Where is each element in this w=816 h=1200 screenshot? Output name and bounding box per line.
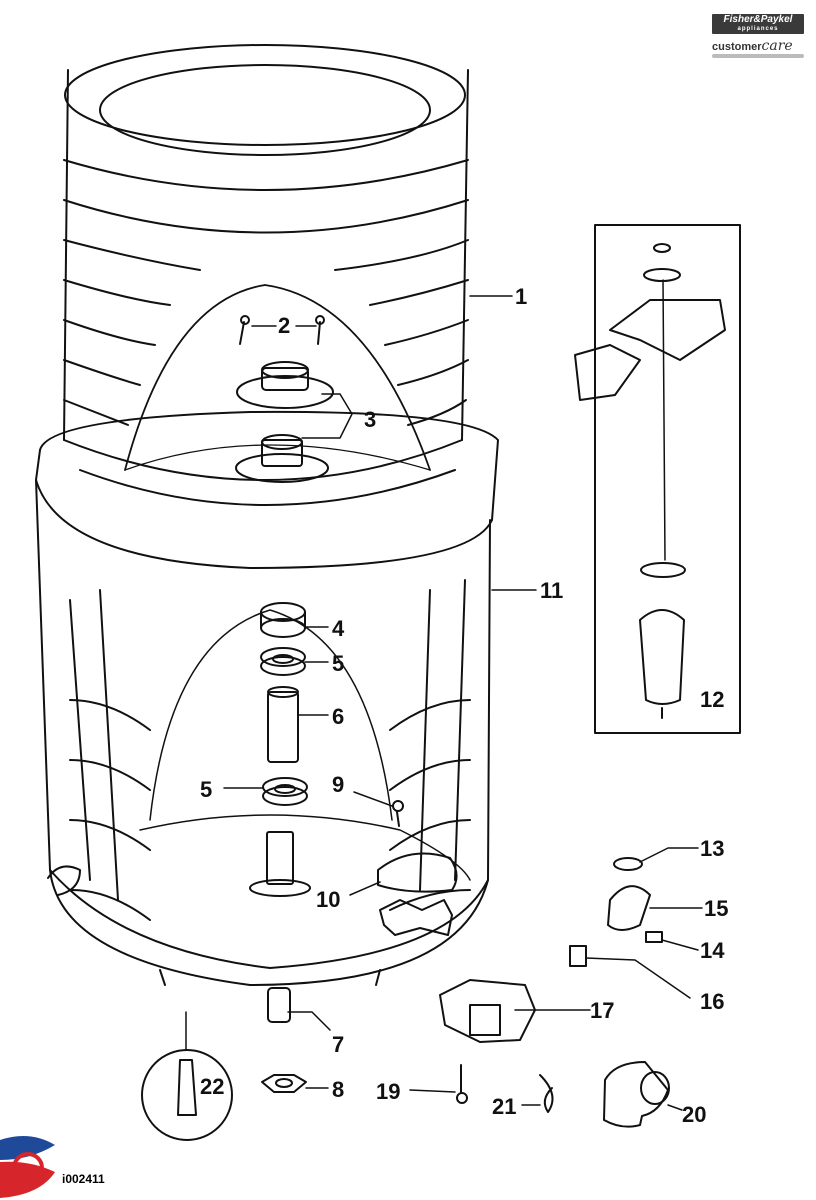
seal-part-4 [260,602,306,638]
callout-21: 21 [492,1094,516,1119]
callout-12: 12 [700,687,724,712]
oring-part-13 [613,857,643,871]
outer-tub-part-11 [35,410,499,986]
care-script: care [761,38,793,54]
callout-20: 20 [682,1102,706,1127]
clip-part-22-circle [141,1049,233,1141]
care-prefix: customer [712,41,762,53]
elbow-part-20 [603,1061,670,1128]
callout-19: 19 [376,1079,400,1104]
callout-1: 1 [515,284,527,309]
callout-3: 3 [364,407,376,432]
callout-16: 16 [700,989,724,1014]
tube-part-6 [267,686,299,763]
bearing-part-5-bottom [262,777,308,806]
clip-part-16 [569,945,587,967]
bracket-part-10 [377,852,458,936]
callout-2: 2 [278,313,290,338]
screw-part-9 [392,800,404,827]
callout-8: 8 [332,1077,344,1102]
brand-sub: appliances [737,26,779,32]
callout-7: 7 [332,1032,344,1057]
callout-13: 13 [700,836,724,861]
clip-part-14 [645,931,663,943]
nut-part-8 [261,1074,307,1093]
shaft [249,831,311,897]
leader-lines [185,295,703,1111]
brand-name: Fisher&Paykel [723,14,793,25]
inner-basket-part-1 [63,44,469,506]
callout-10: 10 [316,887,340,912]
callout-4: 4 [332,616,345,641]
spring-clip-part-21 [539,1074,554,1113]
plug-part-7 [267,987,291,1023]
fisher-paykel-logo: Fisher&Paykel appliances [712,14,804,34]
valve-part-15 [607,885,651,931]
callout-9: 9 [332,772,344,797]
callout-11: 11 [540,578,563,603]
callout-17: 17 [590,998,614,1023]
agitator-assembly-part-12 [574,224,741,734]
screw-part-19 [456,1064,468,1104]
bearing-part-5-top [260,647,306,676]
callout-5-top: 5 [332,651,344,676]
callout-5-bottom: 5 [200,777,212,802]
customer-care-logo: customercare [712,38,804,54]
drive-hub-part-3 [235,361,334,483]
callout-22: 22 [200,1074,224,1099]
callout-6: 6 [332,704,344,729]
care-underline [712,54,804,58]
pump-part-17 [439,979,536,1043]
callout-14: 14 [700,938,725,963]
screws-part-2 [239,315,325,345]
callout-15: 15 [704,896,728,921]
swoosh-logo [0,1136,55,1198]
document-id: i002411 [62,1172,105,1186]
